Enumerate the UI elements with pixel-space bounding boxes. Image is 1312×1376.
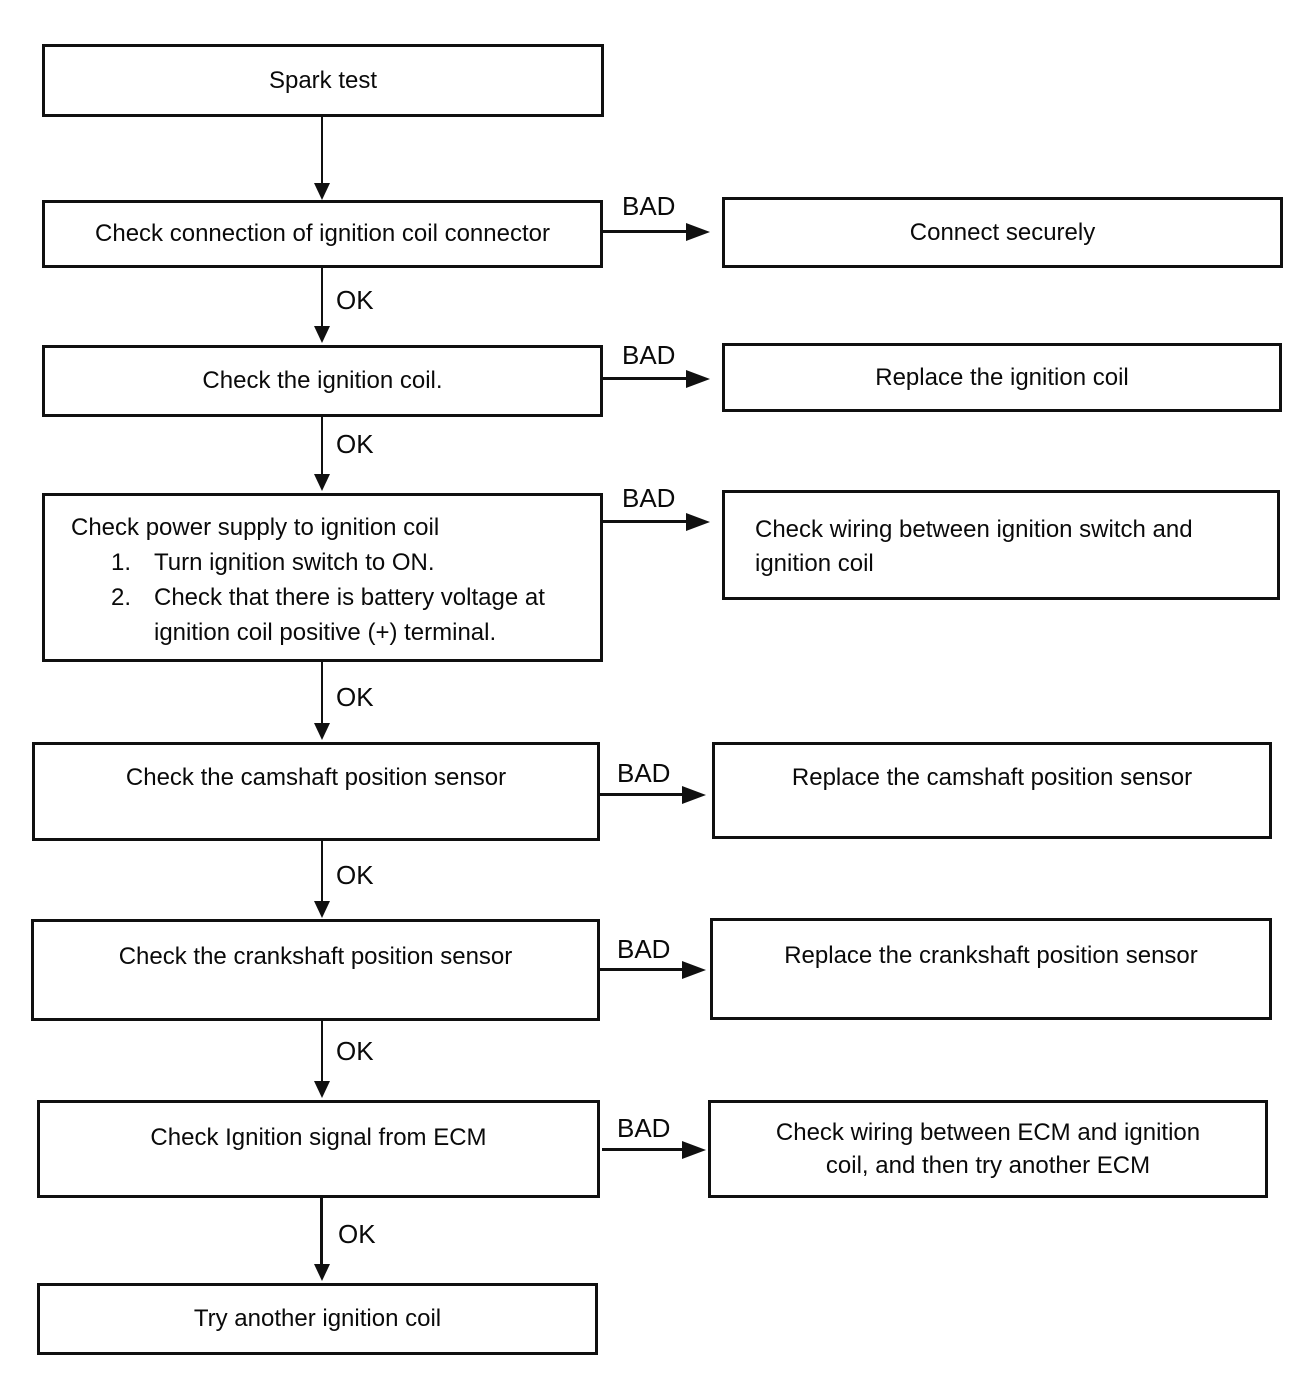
node-check-camshaft-sensor-label: Check the camshaft position sensor	[125, 764, 507, 791]
ok-label: OK	[338, 1219, 376, 1249]
node-try-another-coil-label: Try another ignition coil	[193, 1305, 442, 1332]
node-replace-ignition-coil-label: Replace the ignition coil	[875, 363, 1129, 391]
node-check-ignition-signal-ecm: Check Ignition signal from ECM	[37, 1100, 600, 1198]
bad-label: BAD	[617, 758, 671, 788]
node-replace-ignition-coil: Replace the ignition coil	[722, 343, 1282, 412]
node-spark-test: Spark test	[42, 44, 604, 117]
right-arrow-icon	[682, 786, 706, 804]
down-arrow-icon	[314, 183, 330, 200]
down-arrow-icon	[314, 474, 330, 491]
node-check-crankshaft-sensor: Check the crankshaft position sensor	[31, 919, 600, 1021]
node-replace-camshaft-sensor-label: Replace the camshaft position sensor	[791, 764, 1193, 791]
node-replace-camshaft-sensor: Replace the camshaft position sensor	[712, 742, 1272, 839]
ok-label: OK	[336, 860, 374, 890]
node-spark-test-label: Spark test	[268, 66, 378, 94]
list-text: Check that there is battery voltage at i…	[154, 584, 545, 646]
node-check-ignition-signal-ecm-label: Check Ignition signal from ECM	[150, 1124, 487, 1151]
node-check-wiring-ecm-coil-label: Check wiring between ECM and ignition co…	[775, 1119, 1201, 1179]
node-check-wiring-switch-coil-label: Check wiring between ignition switch and…	[755, 516, 1193, 577]
bad-label: BAD	[622, 340, 676, 370]
power-supply-step-2: 2. Check that there is battery voltage a…	[111, 580, 594, 650]
down-arrow-icon	[314, 326, 330, 343]
node-replace-crankshaft-sensor: Replace the crankshaft position sensor	[710, 918, 1272, 1020]
down-arrow-icon	[314, 901, 330, 918]
node-check-coil-connector: Check connection of ignition coil connec…	[42, 200, 603, 268]
node-check-camshaft-sensor: Check the camshaft position sensor	[32, 742, 600, 841]
node-check-crankshaft-sensor-label: Check the crankshaft position sensor	[118, 943, 513, 970]
down-arrow-icon	[314, 1264, 330, 1281]
bad-label: BAD	[617, 1113, 671, 1143]
ok-label: OK	[336, 429, 374, 459]
right-arrow-icon	[686, 223, 710, 241]
right-arrow-icon	[682, 961, 706, 979]
right-arrow-icon	[686, 513, 710, 531]
down-arrow-icon	[314, 1081, 330, 1098]
node-connect-securely-label: Connect securely	[909, 218, 1096, 246]
bad-label: BAD	[622, 483, 676, 513]
ok-label: OK	[336, 1036, 374, 1066]
bad-label: BAD	[617, 934, 671, 964]
node-check-wiring-ecm-coil: Check wiring between ECM and ignition co…	[708, 1100, 1268, 1198]
power-supply-step-1: 1. Turn ignition switch to ON.	[111, 545, 594, 580]
node-check-ignition-coil: Check the ignition coil.	[42, 345, 603, 417]
ok-label: OK	[336, 285, 374, 315]
node-check-power-supply-label: Check power supply to ignition coil	[71, 514, 440, 541]
down-arrow-icon	[314, 723, 330, 740]
ok-label: OK	[336, 682, 374, 712]
list-number: 2.	[111, 584, 132, 611]
node-check-wiring-switch-coil: Check wiring between ignition switch and…	[722, 490, 1280, 600]
node-replace-crankshaft-sensor-label: Replace the crankshaft position sensor	[784, 942, 1198, 969]
node-check-coil-connector-label: Check connection of ignition coil connec…	[95, 220, 550, 247]
list-number: 1.	[111, 549, 132, 576]
bad-label: BAD	[622, 191, 676, 221]
right-arrow-icon	[682, 1141, 706, 1159]
node-check-power-supply: Check power supply to ignition coil 1. T…	[42, 493, 603, 662]
list-text: Turn ignition switch to ON.	[154, 549, 435, 576]
node-connect-securely: Connect securely	[722, 197, 1283, 268]
right-arrow-icon	[686, 370, 710, 388]
node-try-another-coil: Try another ignition coil	[37, 1283, 598, 1355]
node-check-ignition-coil-label: Check the ignition coil.	[202, 367, 443, 394]
